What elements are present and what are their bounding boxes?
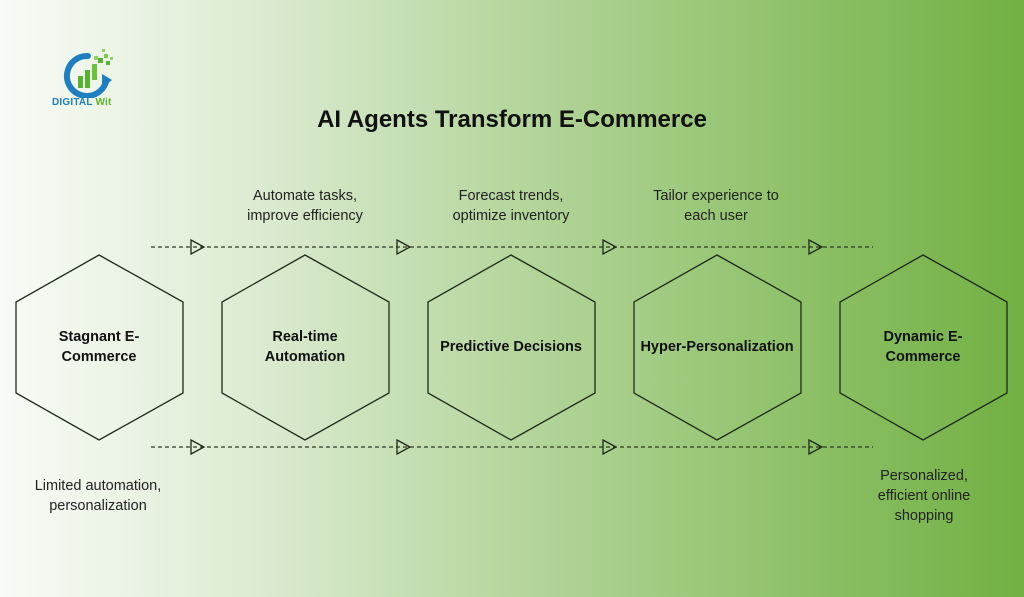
logo-brand-secondary: Wit xyxy=(95,97,112,108)
transition-label-personalization: Tailor experience to each user xyxy=(616,186,816,226)
logo-wordmark: DIGITAL Wit xyxy=(52,97,122,108)
stage-line: Commerce xyxy=(885,349,961,365)
hexagon-predictive-decisions xyxy=(427,254,596,441)
transition-label-predictive: Forecast trends, optimize inventory xyxy=(411,186,611,226)
stage-label-stagnant-ecommerce: Stagnant E- Commerce xyxy=(15,327,183,367)
stage-label-realtime-automation: Real-time Automation xyxy=(221,327,389,367)
transition-line: Tailor experience to xyxy=(653,188,779,204)
transition-line: Automate tasks, xyxy=(253,188,357,204)
transition-line: each user xyxy=(684,208,748,224)
stage-line: Real-time xyxy=(272,329,338,345)
stage-line: Automation xyxy=(264,349,346,365)
transition-label-automation: Automate tasks, improve efficiency xyxy=(205,186,405,226)
start-note: Limited automation, personalization xyxy=(13,476,183,516)
stage-label-hyper-personalization: Hyper-Personalization xyxy=(633,337,801,357)
transition-line: improve efficiency xyxy=(247,208,363,224)
diagram-title: AI Agents Transform E-Commerce xyxy=(317,106,707,133)
arrow-right-icon xyxy=(190,238,206,256)
stage-line: Stagnant E- xyxy=(58,329,140,345)
arrow-right-icon xyxy=(602,238,618,256)
hexagon-realtime-automation xyxy=(221,254,390,441)
hexagon-dynamic-ecommerce xyxy=(839,254,1008,441)
arrow-right-icon xyxy=(602,438,618,456)
growth-chart-arrow-icon xyxy=(63,49,113,98)
note-line: efficient online xyxy=(877,488,971,504)
note-line: Personalized, xyxy=(880,468,968,484)
hexagon-stagnant-ecommerce xyxy=(15,254,184,441)
note-line: personalization xyxy=(49,498,147,514)
transition-line: optimize inventory xyxy=(452,208,570,224)
stage-label-predictive-decisions: Predictive Decisions xyxy=(427,337,595,357)
stage-line: Commerce xyxy=(61,349,137,365)
logo-brand-primary: DIGITAL xyxy=(52,97,93,108)
arrow-right-icon xyxy=(190,438,206,456)
note-line: Limited automation, xyxy=(34,478,162,494)
digitalwit-logo: DIGITAL Wit xyxy=(52,48,122,112)
transition-line: Forecast trends, xyxy=(458,188,564,204)
arrow-right-icon xyxy=(808,238,824,256)
arrow-right-icon xyxy=(396,438,412,456)
stage-line: Dynamic E- xyxy=(883,329,963,345)
stage-line: Hyper-Personalization xyxy=(640,339,794,355)
end-note: Personalized, efficient online shopping xyxy=(839,466,1009,526)
stage-label-dynamic-ecommerce: Dynamic E- Commerce xyxy=(839,327,1007,367)
arrow-right-icon xyxy=(396,238,412,256)
arrow-right-icon xyxy=(808,438,824,456)
note-line: shopping xyxy=(894,508,954,524)
stage-line: Predictive Decisions xyxy=(440,339,582,355)
hexagon-hyper-personalization xyxy=(633,254,802,441)
